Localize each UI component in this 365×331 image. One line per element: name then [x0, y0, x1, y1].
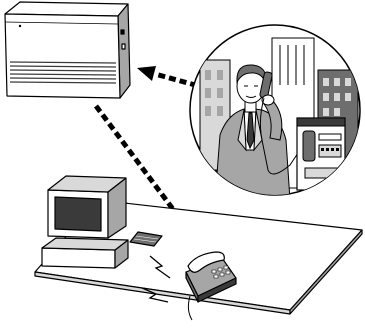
computer-icon: [41, 175, 163, 269]
signal-lightning-icon: [141, 255, 171, 303]
telephone-icon: [185, 251, 237, 321]
pbx-cabinet-icon: [4, 1, 131, 99]
man-on-phone-icon: [189, 24, 361, 196]
payphone-icon: [296, 117, 346, 191]
